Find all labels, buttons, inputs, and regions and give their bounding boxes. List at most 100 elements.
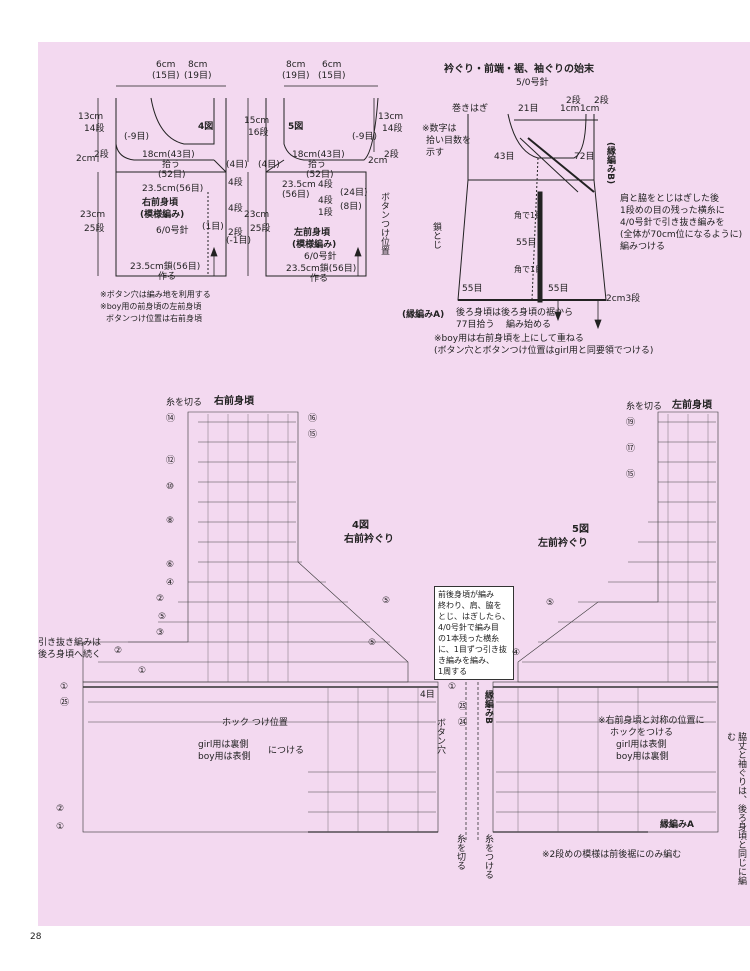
center-box-line: に、1目ずつ引き抜 xyxy=(438,645,507,654)
tl-note-2: ※boy用の前身頃の左前身頃 xyxy=(100,302,202,311)
rf-dim-6cm-st: (15目) xyxy=(152,71,180,81)
lf-width: 23.5cm xyxy=(282,180,316,190)
tl-note-3: ボタンつけ位置は右前身頃 xyxy=(106,314,202,323)
chart-cut-right: 糸を切る xyxy=(626,402,663,412)
row-label: ① xyxy=(60,682,69,692)
chart-slip-note-2: 後ろ身頃へ続く xyxy=(38,650,102,660)
rf-pattern: (模様編み) xyxy=(140,210,185,220)
chart-fig4-sub: 右前衿ぐり xyxy=(344,534,394,545)
rf-st52: (52目) xyxy=(158,170,186,180)
right-front-outline xyxy=(115,97,227,277)
rf-dim-2cm: 2cm xyxy=(76,154,96,164)
tr-back-2: 77目拾う xyxy=(456,320,495,330)
rf-neck: 18cm(43目) xyxy=(142,150,195,160)
chart-edge-b: 縁編みB xyxy=(483,690,493,724)
tr-needle: 5/0号針 xyxy=(516,78,549,88)
rf-dim-8cm-st: (19目) xyxy=(184,71,212,81)
lf-dim-15cm: 15cm xyxy=(244,116,270,126)
tr-st72: 72目 xyxy=(574,152,595,162)
rf-dim-13cm: 13cm xyxy=(78,112,104,122)
lf-rows1: 1段 xyxy=(318,208,333,218)
rf-minus9: (-9目) xyxy=(124,132,149,142)
row-label: ⑤ xyxy=(546,598,555,608)
tr-shoulder-4: (全体が70cm位になるように) xyxy=(620,230,743,240)
center-box-line: 終わり、肩、脇を xyxy=(438,601,502,610)
lf-dim-23cm-rows: 25段 xyxy=(250,224,271,234)
center-box-line: 4/0号針で編み目 xyxy=(438,623,499,632)
tr-st21: 21目 xyxy=(518,104,539,114)
chart-right-front: 右前身頃 xyxy=(214,396,254,407)
center-box-line: の1本残った横糸 xyxy=(438,634,500,643)
rf-dim-2cm-rows: 2段 xyxy=(94,150,109,160)
rf-make: 作る xyxy=(158,272,177,282)
lf-dim-6cm: 6cm xyxy=(322,60,342,70)
row-label: ④ xyxy=(166,578,175,588)
chart-cut-thread: 糸を切る xyxy=(455,834,465,870)
tr-makihagi: 巻きはぎ xyxy=(452,104,489,114)
row-label: ⑭ xyxy=(166,414,176,424)
row-label: ⑧ xyxy=(166,516,175,526)
chart-fig5: 5図 xyxy=(572,524,589,535)
lf-rows4a: 4段 xyxy=(318,180,333,190)
chart-hook-note-2: ホックをつける xyxy=(610,728,674,738)
lf-st4: (4目) xyxy=(258,160,280,170)
chart-left-front: 左前身頃 xyxy=(672,400,712,411)
lf-button: ボタンつけ位置 xyxy=(379,192,389,255)
lf-pick: 拾う xyxy=(308,160,327,170)
tl-note-1: ※ボタン穴は編み地を利用する xyxy=(100,290,211,299)
lf-needle: 6/0号針 xyxy=(304,252,337,262)
page-number: 28 xyxy=(30,932,42,942)
row-label: ② xyxy=(156,594,165,604)
center-box-line: 1周する xyxy=(438,667,468,676)
tr-st55c: 55目 xyxy=(548,284,569,294)
chart-fig5-sub: 左前衿ぐり xyxy=(538,538,588,549)
tr-shoulder-5: 編みつける xyxy=(620,242,666,252)
stitch-rows-right xyxy=(88,421,436,813)
tr-shoulder-2: 1段めの目の残った横糸に xyxy=(620,206,725,216)
center-box-line: 前後身頃が編み xyxy=(438,590,494,599)
left-front-outline xyxy=(265,97,379,277)
stitch-columns xyxy=(207,414,709,832)
lf-dim-8cm: 8cm xyxy=(286,60,306,70)
tr-rows2a: 2段 xyxy=(566,96,581,106)
lf-dim-6cm-st: (15目) xyxy=(318,71,346,81)
chart-bottom-note: ※2段めの模様は前後裾にのみ編む xyxy=(542,850,682,860)
rf-dim-23cm-rows: 25段 xyxy=(84,224,105,234)
rf-dim-8cm: 8cm xyxy=(188,60,208,70)
tr-st55b: 55目 xyxy=(462,284,483,294)
row-label: ③ xyxy=(156,628,165,638)
row-label: ⑥ xyxy=(166,560,175,570)
tr-chain-join: 鎖とじ xyxy=(431,222,441,249)
chart-fig4: 4図 xyxy=(352,520,369,531)
row-label: ⑮ xyxy=(626,470,636,480)
row-label: ⑫ xyxy=(166,456,176,466)
rf-rows4a: 4段 xyxy=(228,178,243,188)
tr-edge-b: (縁編みB) xyxy=(605,142,615,185)
row-label: ⑤ xyxy=(158,612,167,622)
chart-hook-pos: ホック つけ位置 xyxy=(222,718,288,728)
chart-cut-left: 糸を切る xyxy=(166,398,203,408)
chart-attach: につける xyxy=(268,746,305,756)
row-label: ① xyxy=(138,666,147,676)
finishing-outline xyxy=(457,113,607,303)
tr-st55a: 55目 xyxy=(516,238,537,248)
tr-rows2b: 2段 xyxy=(594,96,609,106)
finishing-arrows xyxy=(554,300,602,330)
center-box-line: き編みを編み、 xyxy=(438,656,494,665)
lf-st8: (8目) xyxy=(340,202,362,212)
chart-center-box: 前後身頃が編み 終わり、肩、脇を とじ、はぎしたら、 4/0号針で編み目 の1本… xyxy=(434,586,514,680)
dimension-arrows xyxy=(97,85,378,276)
page-sheet: 6cm (15目) 8cm (19目) 13cm 14段 2cm 2段 23cm… xyxy=(38,42,750,926)
tr-back-3: 編み始める xyxy=(506,320,552,330)
rf-fig4: 4図 xyxy=(198,122,214,132)
tr-cm1a: 1cm xyxy=(560,104,580,114)
chart-side-note: 脇丈と袖ぐりは、後ろ身頃と同じに編む xyxy=(725,732,746,885)
tr-numnote-2: 拾い目数を xyxy=(426,136,472,146)
lf-dim-23cm: 23cm xyxy=(244,210,270,220)
tr-st43: 43目 xyxy=(494,152,515,162)
tr-edge-a: (縁編みA) xyxy=(402,310,445,320)
row-label: ② xyxy=(114,646,123,656)
tr-cm3: 2cm3段 xyxy=(606,294,641,304)
row-label: ① xyxy=(56,822,65,832)
rf-rows2: 2段 xyxy=(228,228,243,238)
